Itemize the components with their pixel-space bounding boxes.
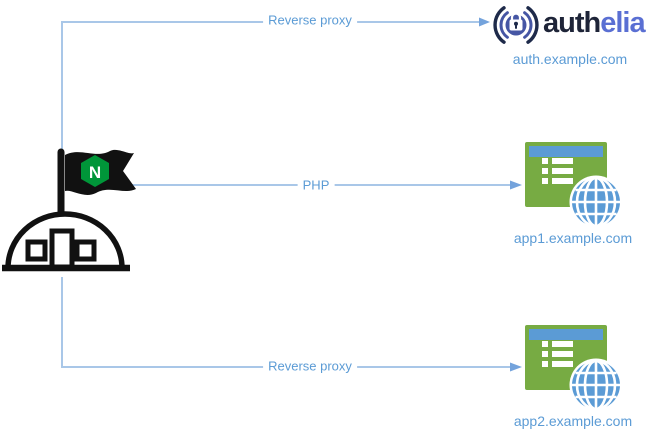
authelia-wordmark-dark: auth — [543, 7, 601, 39]
authelia-lock-icon — [493, 6, 539, 44]
edge-label-reverse-proxy-auth: Reverse proxy — [263, 11, 357, 29]
edge-line-app2 — [61, 277, 510, 368]
arrowhead-app1-icon — [510, 180, 522, 190]
window-right — [74, 239, 97, 262]
domain-label-auth: auth.example.com — [512, 51, 628, 67]
node-app1 — [520, 138, 624, 232]
authelia-wordmark: authelia — [543, 4, 654, 42]
authelia-wordmark-blue: elia — [600, 7, 645, 39]
node-app2 — [520, 321, 624, 415]
door — [49, 228, 75, 270]
window-left — [25, 239, 48, 262]
edge-label-php: PHP — [297, 176, 335, 194]
edge-line-auth — [61, 21, 479, 152]
node-nginx-server: N — [0, 145, 140, 280]
web-app-window-globe-icon — [525, 142, 623, 229]
domain-label-app1: app1.example.com — [513, 230, 633, 246]
edge-label-reverse-proxy-app2: Reverse proxy — [263, 357, 357, 375]
web-app-window-globe-icon — [525, 325, 623, 412]
node-authelia — [488, 0, 544, 52]
nginx-letter: N — [89, 163, 101, 182]
nginx-hexagon — [81, 155, 109, 187]
nginx-flag-camp-icon: N — [2, 148, 136, 272]
arrowhead-app2-icon — [510, 362, 522, 372]
arrowhead-auth-icon — [479, 17, 490, 27]
domain-label-app2: app2.example.com — [513, 413, 633, 429]
